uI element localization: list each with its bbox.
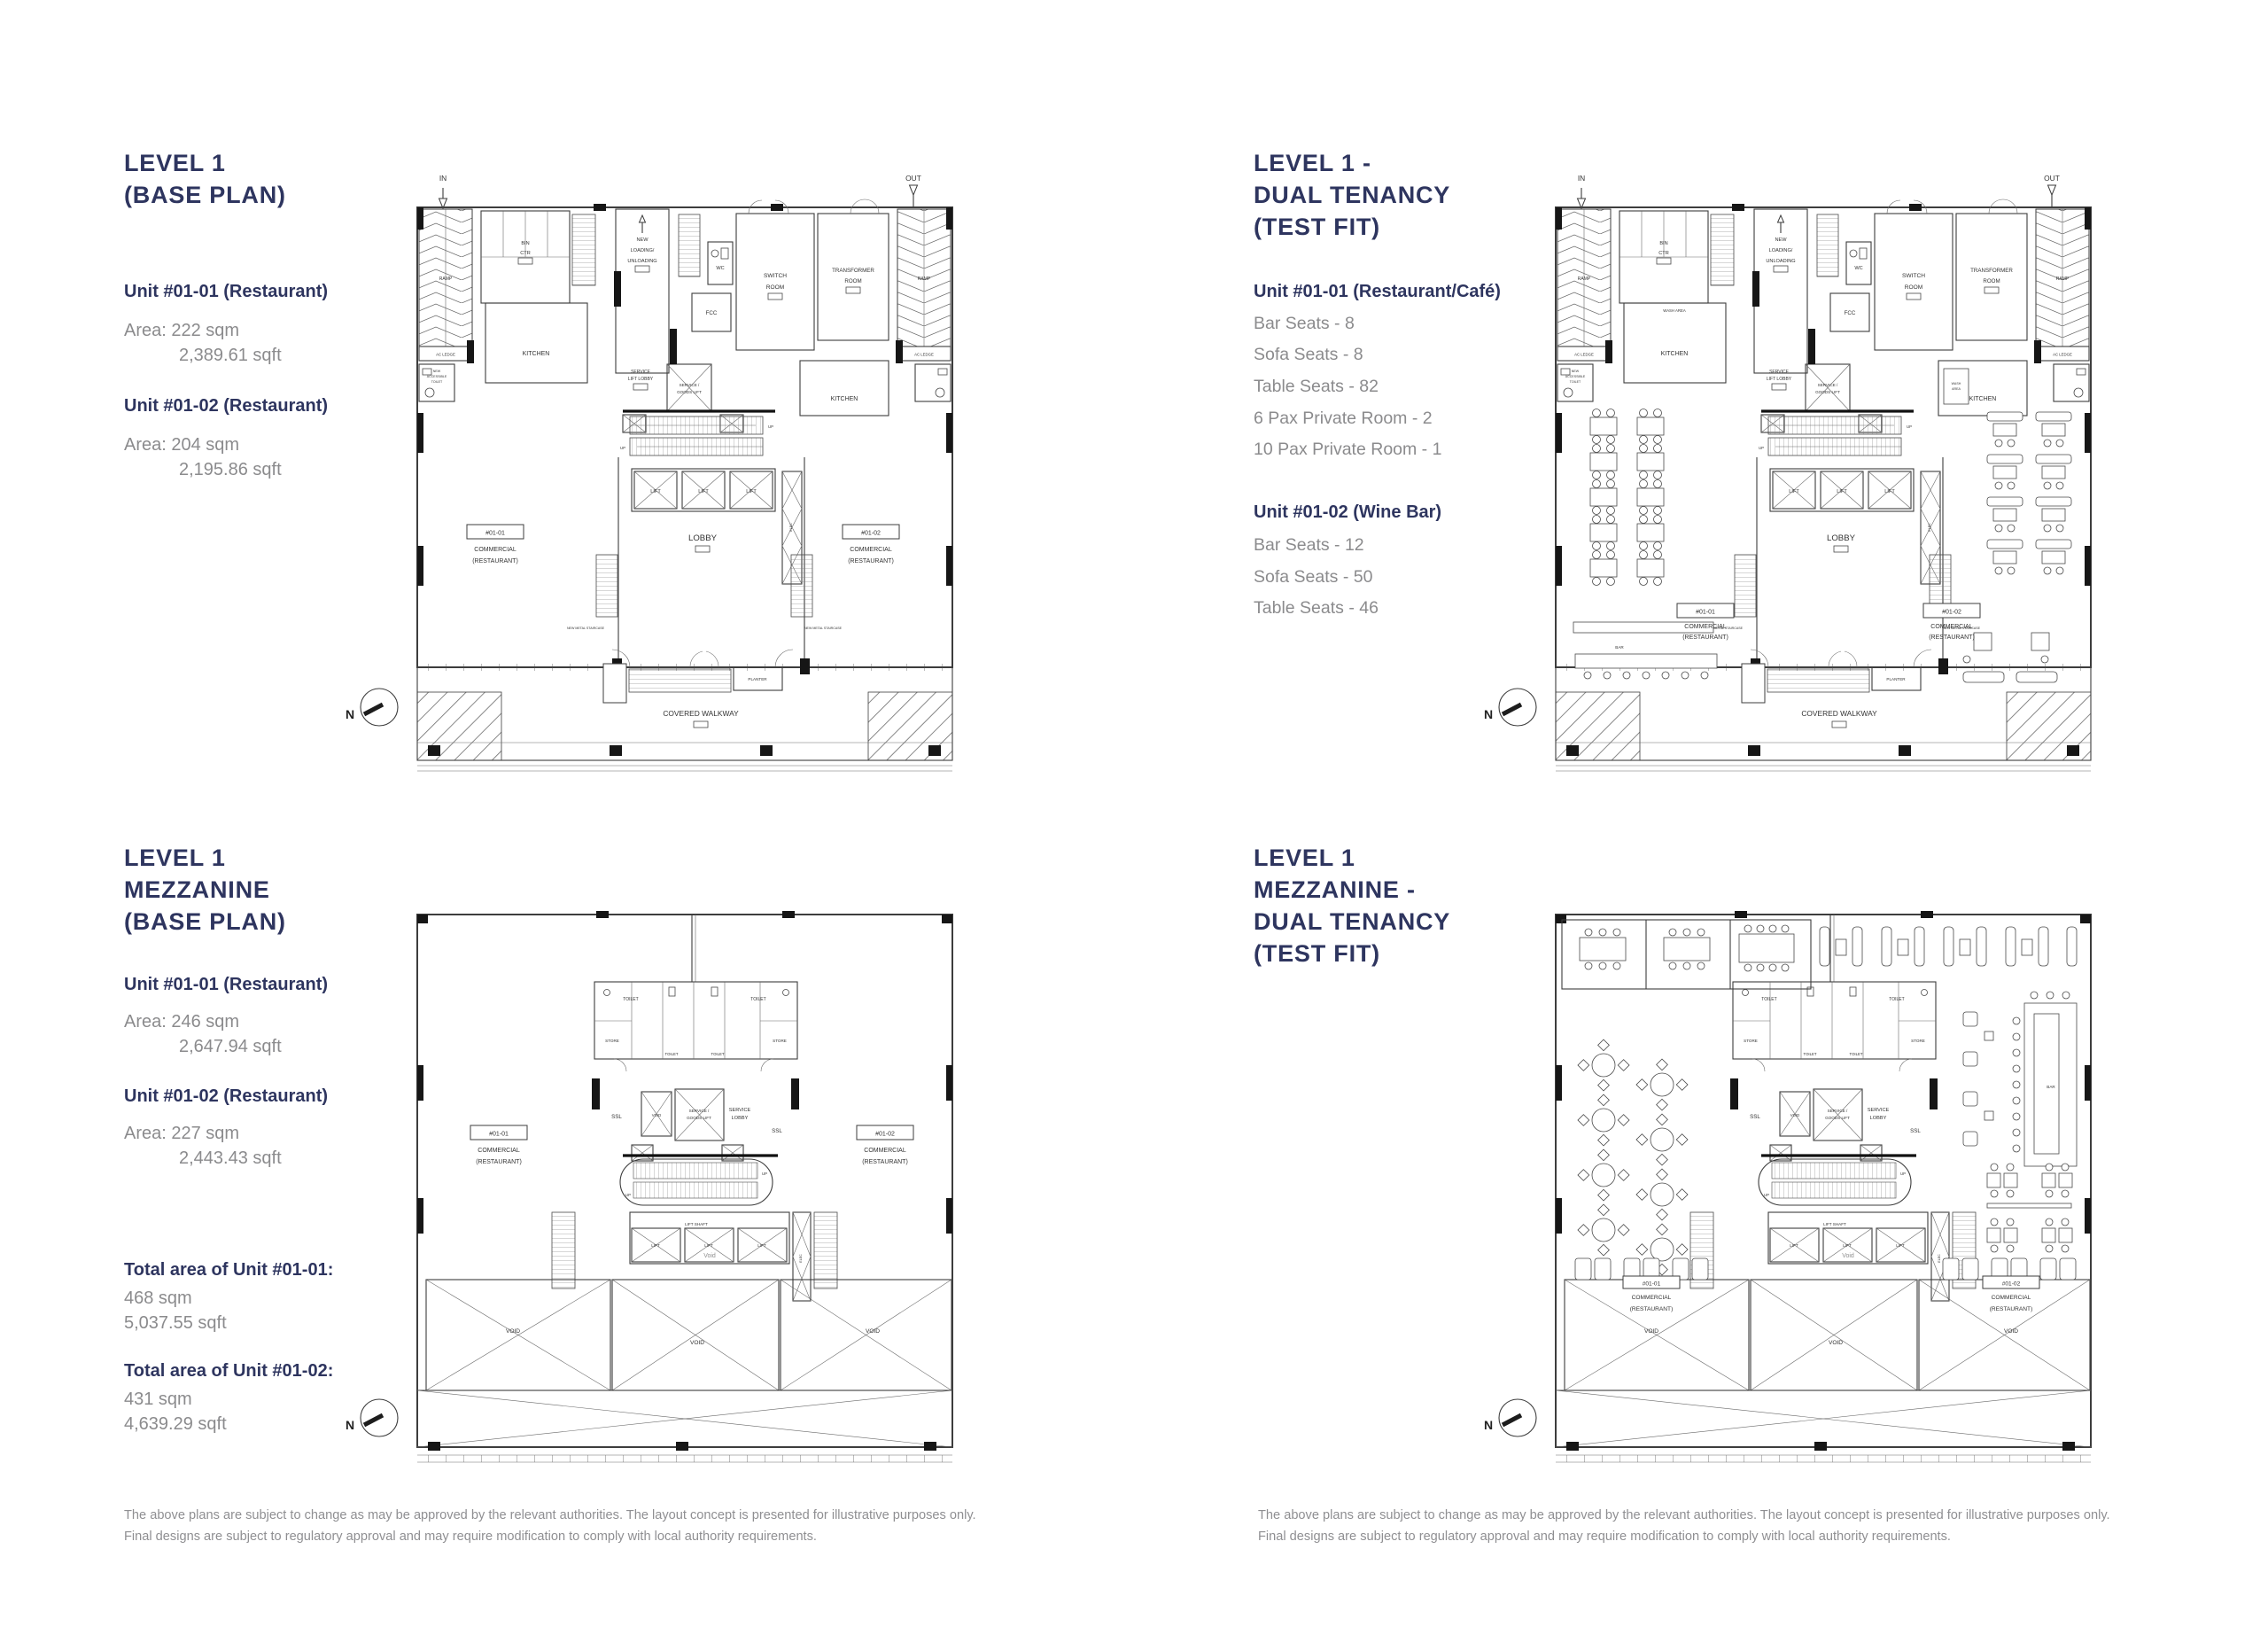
mzt-title-line4: (TEST FIT): [1254, 940, 1380, 967]
l1t-unit1-name: Unit #01-01 (Restaurant/Café): [1254, 282, 1501, 301]
l1b-unit1-sqm: Area: 222 sqm: [124, 321, 240, 340]
l1t-unit2-name: Unit #01-02 (Wine Bar): [1254, 502, 1442, 522]
mzb-unit2-sqft: 2,443.43 sqft: [179, 1148, 282, 1168]
mzb-total2-sqm: 431 sqm: [124, 1390, 192, 1409]
mzt-title-line3: DUAL TENANCY: [1254, 908, 1451, 935]
disclaimer-right-line2: Final designs are subject to regulatory …: [1258, 1530, 1951, 1544]
l1t-unit2-line: Bar Seats - 12: [1254, 535, 1364, 555]
mzb-unit1-sqft: 2,647.94 sqft: [179, 1037, 282, 1056]
mzb-total1-sqft: 5,037.55 sqft: [124, 1313, 227, 1333]
l1b-unit1-name: Unit #01-01 (Restaurant): [124, 282, 329, 301]
mzb-total2-sqft: 4,639.29 sqft: [124, 1414, 227, 1434]
l1t-title-line2: DUAL TENANCY: [1254, 182, 1451, 208]
l1t-unit2-line: Table Seats - 46: [1254, 598, 1379, 618]
l1t-unit1-line: 10 Pax Private Room - 1: [1254, 440, 1442, 459]
mzb-unit1-name: Unit #01-01 (Restaurant): [124, 975, 329, 994]
l1b-title-line1: LEVEL 1: [124, 150, 226, 176]
disclaimer-right-line1: The above plans are subject to change as…: [1258, 1508, 2110, 1522]
l1t-title-line3: (TEST FIT): [1254, 214, 1380, 240]
mzb-title-line1: LEVEL 1: [124, 845, 226, 871]
mzt-title-line1: LEVEL 1: [1254, 845, 1355, 871]
mzb-total2-name: Total area of Unit #01-02:: [124, 1361, 334, 1381]
mzb-total1-name: Total area of Unit #01-01:: [124, 1260, 334, 1280]
l1b-title-line2: (BASE PLAN): [124, 182, 286, 208]
l1b-unit1-sqft: 2,389.61 sqft: [179, 346, 282, 365]
disclaimer-left-line2: Final designs are subject to regulatory …: [124, 1530, 817, 1544]
mzb-unit2-sqm: Area: 227 sqm: [124, 1124, 240, 1143]
disclaimer-left-line1: The above plans are subject to change as…: [124, 1508, 976, 1522]
floor-plan-mezzanine-testfit: [1487, 909, 2093, 1464]
floor-plan-mezzanine-base: [348, 909, 954, 1464]
l1b-unit2-name: Unit #01-02 (Restaurant): [124, 396, 329, 416]
floor-plan-level1-testfit: [1487, 172, 2093, 773]
l1t-title-line1: LEVEL 1 -: [1254, 150, 1371, 176]
floor-plan-level1-base: [348, 172, 954, 773]
mzb-unit1-sqm: Area: 246 sqm: [124, 1012, 240, 1031]
l1t-unit2-line: Sofa Seats - 50: [1254, 567, 1373, 587]
l1t-unit1-line: Table Seats - 82: [1254, 377, 1379, 396]
l1t-unit1-line: Sofa Seats - 8: [1254, 345, 1363, 364]
mzb-total1-sqm: 468 sqm: [124, 1288, 192, 1308]
l1b-unit2-sqm: Area: 204 sqm: [124, 435, 240, 455]
mzb-title-line3: (BASE PLAN): [124, 908, 286, 935]
mzb-title-line2: MEZZANINE: [124, 876, 270, 903]
mzb-unit2-name: Unit #01-02 (Restaurant): [124, 1086, 329, 1106]
l1t-unit1-line: Bar Seats - 8: [1254, 314, 1355, 333]
l1b-unit2-sqft: 2,195.86 sqft: [179, 460, 282, 479]
l1t-unit1-line: 6 Pax Private Room - 2: [1254, 409, 1433, 428]
mzt-title-line2: MEZZANINE -: [1254, 876, 1416, 903]
